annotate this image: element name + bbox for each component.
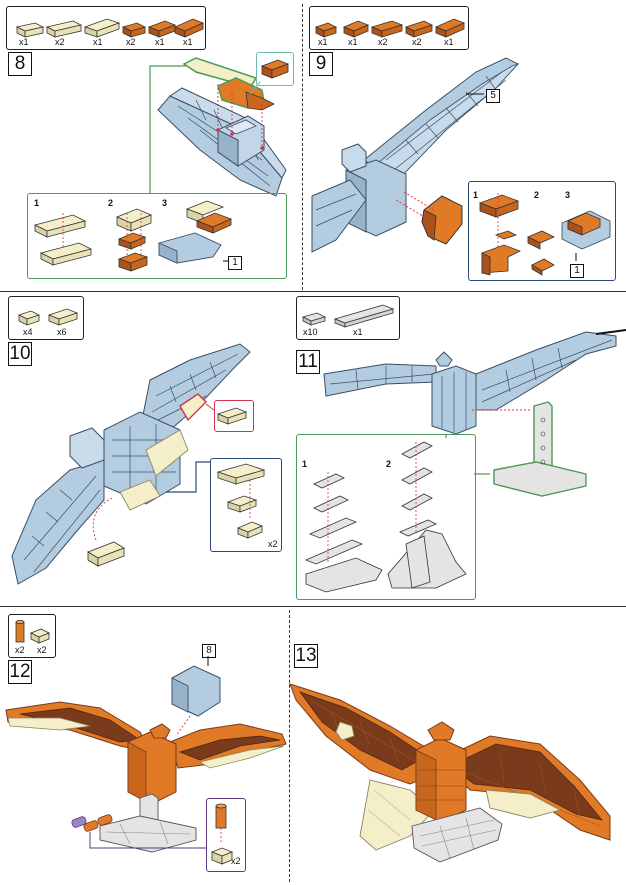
step-12-number: 12 xyxy=(8,660,32,684)
step-8-number: 8 xyxy=(8,52,32,76)
part-brick-orange-1x2 xyxy=(121,22,147,38)
step-12-detail-qty: x2 xyxy=(231,856,241,866)
step-9-parts-icons xyxy=(314,18,466,38)
step-9-parts-list: x1 x1 x2 x2 x1 xyxy=(309,6,469,50)
step-10-detail-qty: x2 xyxy=(268,539,278,549)
step-11-qty-2: x1 xyxy=(353,327,363,337)
vertical-divider-bottom xyxy=(289,610,290,882)
step-12-qty-1: x2 xyxy=(15,645,25,655)
step-9-substep-box xyxy=(468,181,616,281)
step-9-qty-4: x2 xyxy=(412,37,422,47)
step-8-substep-box xyxy=(27,193,287,279)
step-9-wing-model xyxy=(311,57,520,253)
substep-2-gray-stand xyxy=(387,441,467,589)
step-10-navy-detail-box xyxy=(210,458,282,552)
step-10-parts-list: x4 x6 xyxy=(8,296,84,340)
step-8-substep-2-label: 2 xyxy=(108,198,114,208)
step-8-parts-icons xyxy=(15,18,205,38)
step-12-model xyxy=(5,656,287,853)
step-8-substep-1-label: 1 xyxy=(34,198,40,208)
step-9-substep-1-label: 1 xyxy=(473,190,479,200)
step-13-final-model xyxy=(289,683,611,863)
step-12-detail-parts xyxy=(210,803,234,865)
step-9-qty-1: x1 xyxy=(318,37,328,47)
step-10-qty-1: x4 xyxy=(23,327,33,337)
step-9-callout-5: 5 xyxy=(486,89,500,103)
substep-2-mixed-stack xyxy=(115,208,153,272)
step-10-parts-icons xyxy=(17,308,79,326)
step-13-number: 13 xyxy=(294,644,318,668)
step-9-qty-5: x1 xyxy=(444,37,454,47)
step-9-substep-drawings xyxy=(478,193,611,276)
part-brick-orange-2x2 xyxy=(147,20,177,38)
step-11-parts-list: x10 x1 xyxy=(296,296,400,340)
substep-1-cream-stack xyxy=(33,213,93,266)
step-8-callout-1: 1 xyxy=(228,256,242,270)
step-8-substep-drawings xyxy=(33,200,233,272)
part-brick-cream-2x4 xyxy=(83,18,121,38)
step-8-qty-6: x1 xyxy=(183,37,193,47)
step-11-parts-icons xyxy=(301,304,395,328)
substep-3-blue-assembly xyxy=(561,210,611,261)
horizontal-divider-1 xyxy=(0,291,626,292)
step-9-substep-2-label: 2 xyxy=(534,190,540,200)
step-9-callout-1: 1 xyxy=(570,264,584,278)
step-12-qty-2: x2 xyxy=(37,645,47,655)
step-8-substep-3-label: 3 xyxy=(162,198,168,208)
part-brick-cream-1x4 xyxy=(45,20,83,38)
step-8-qty-5: x1 xyxy=(155,37,165,47)
vertical-divider-top xyxy=(302,4,303,290)
step-8-qty-1: x1 xyxy=(19,37,29,47)
step-8-qty-2: x2 xyxy=(55,37,65,47)
step-12-detail-box xyxy=(206,798,246,872)
part-brick-cream-1x2 xyxy=(15,22,45,38)
step-10-red-detail-box xyxy=(214,400,254,432)
step-9-qty-2: x1 xyxy=(348,37,358,47)
step-10-navy-detail-bricks xyxy=(216,463,266,539)
step-11-qty-1: x10 xyxy=(303,327,318,337)
step-11-substep-box xyxy=(296,434,476,600)
step-9-qty-3: x2 xyxy=(378,37,388,47)
step-10-qty-2: x6 xyxy=(57,327,67,337)
part-brick-orange-2x3 xyxy=(173,18,205,38)
step-8-qty-4: x2 xyxy=(126,37,136,47)
step-10-red-detail-brick xyxy=(216,407,248,425)
step-11-substep-1-label: 1 xyxy=(302,459,308,469)
step-10-number: 10 xyxy=(8,342,32,366)
substep-3-blue-base xyxy=(158,200,233,264)
horizontal-divider-2 xyxy=(0,606,626,607)
step-11-substep-drawings xyxy=(304,441,490,593)
step-11-substep-2-label: 2 xyxy=(386,459,392,469)
step-10-wing-model xyxy=(11,343,251,585)
substep-2-orange-pieces xyxy=(527,230,555,276)
substep-1-gray-stack xyxy=(304,473,383,593)
step-11-number: 11 xyxy=(296,350,320,374)
step-9-substep-3-label: 3 xyxy=(565,190,571,200)
step-8-small-detail-brick xyxy=(249,59,290,95)
substep-1-orange-stack xyxy=(478,193,521,276)
step-11-wing-model xyxy=(323,329,626,497)
step-8-wing-model xyxy=(149,57,287,197)
step-12-parts-list: x2 x2 xyxy=(8,614,56,658)
step-12-parts-icons xyxy=(15,619,50,644)
step-9-number: 9 xyxy=(309,52,333,76)
step-8-qty-3: x1 xyxy=(93,37,103,47)
step-12-callout-8: 8 xyxy=(202,644,216,658)
step-8-small-detail-box xyxy=(256,52,294,86)
step-8-parts-list: x1 x2 x1 x2 x1 x1 xyxy=(6,6,206,50)
